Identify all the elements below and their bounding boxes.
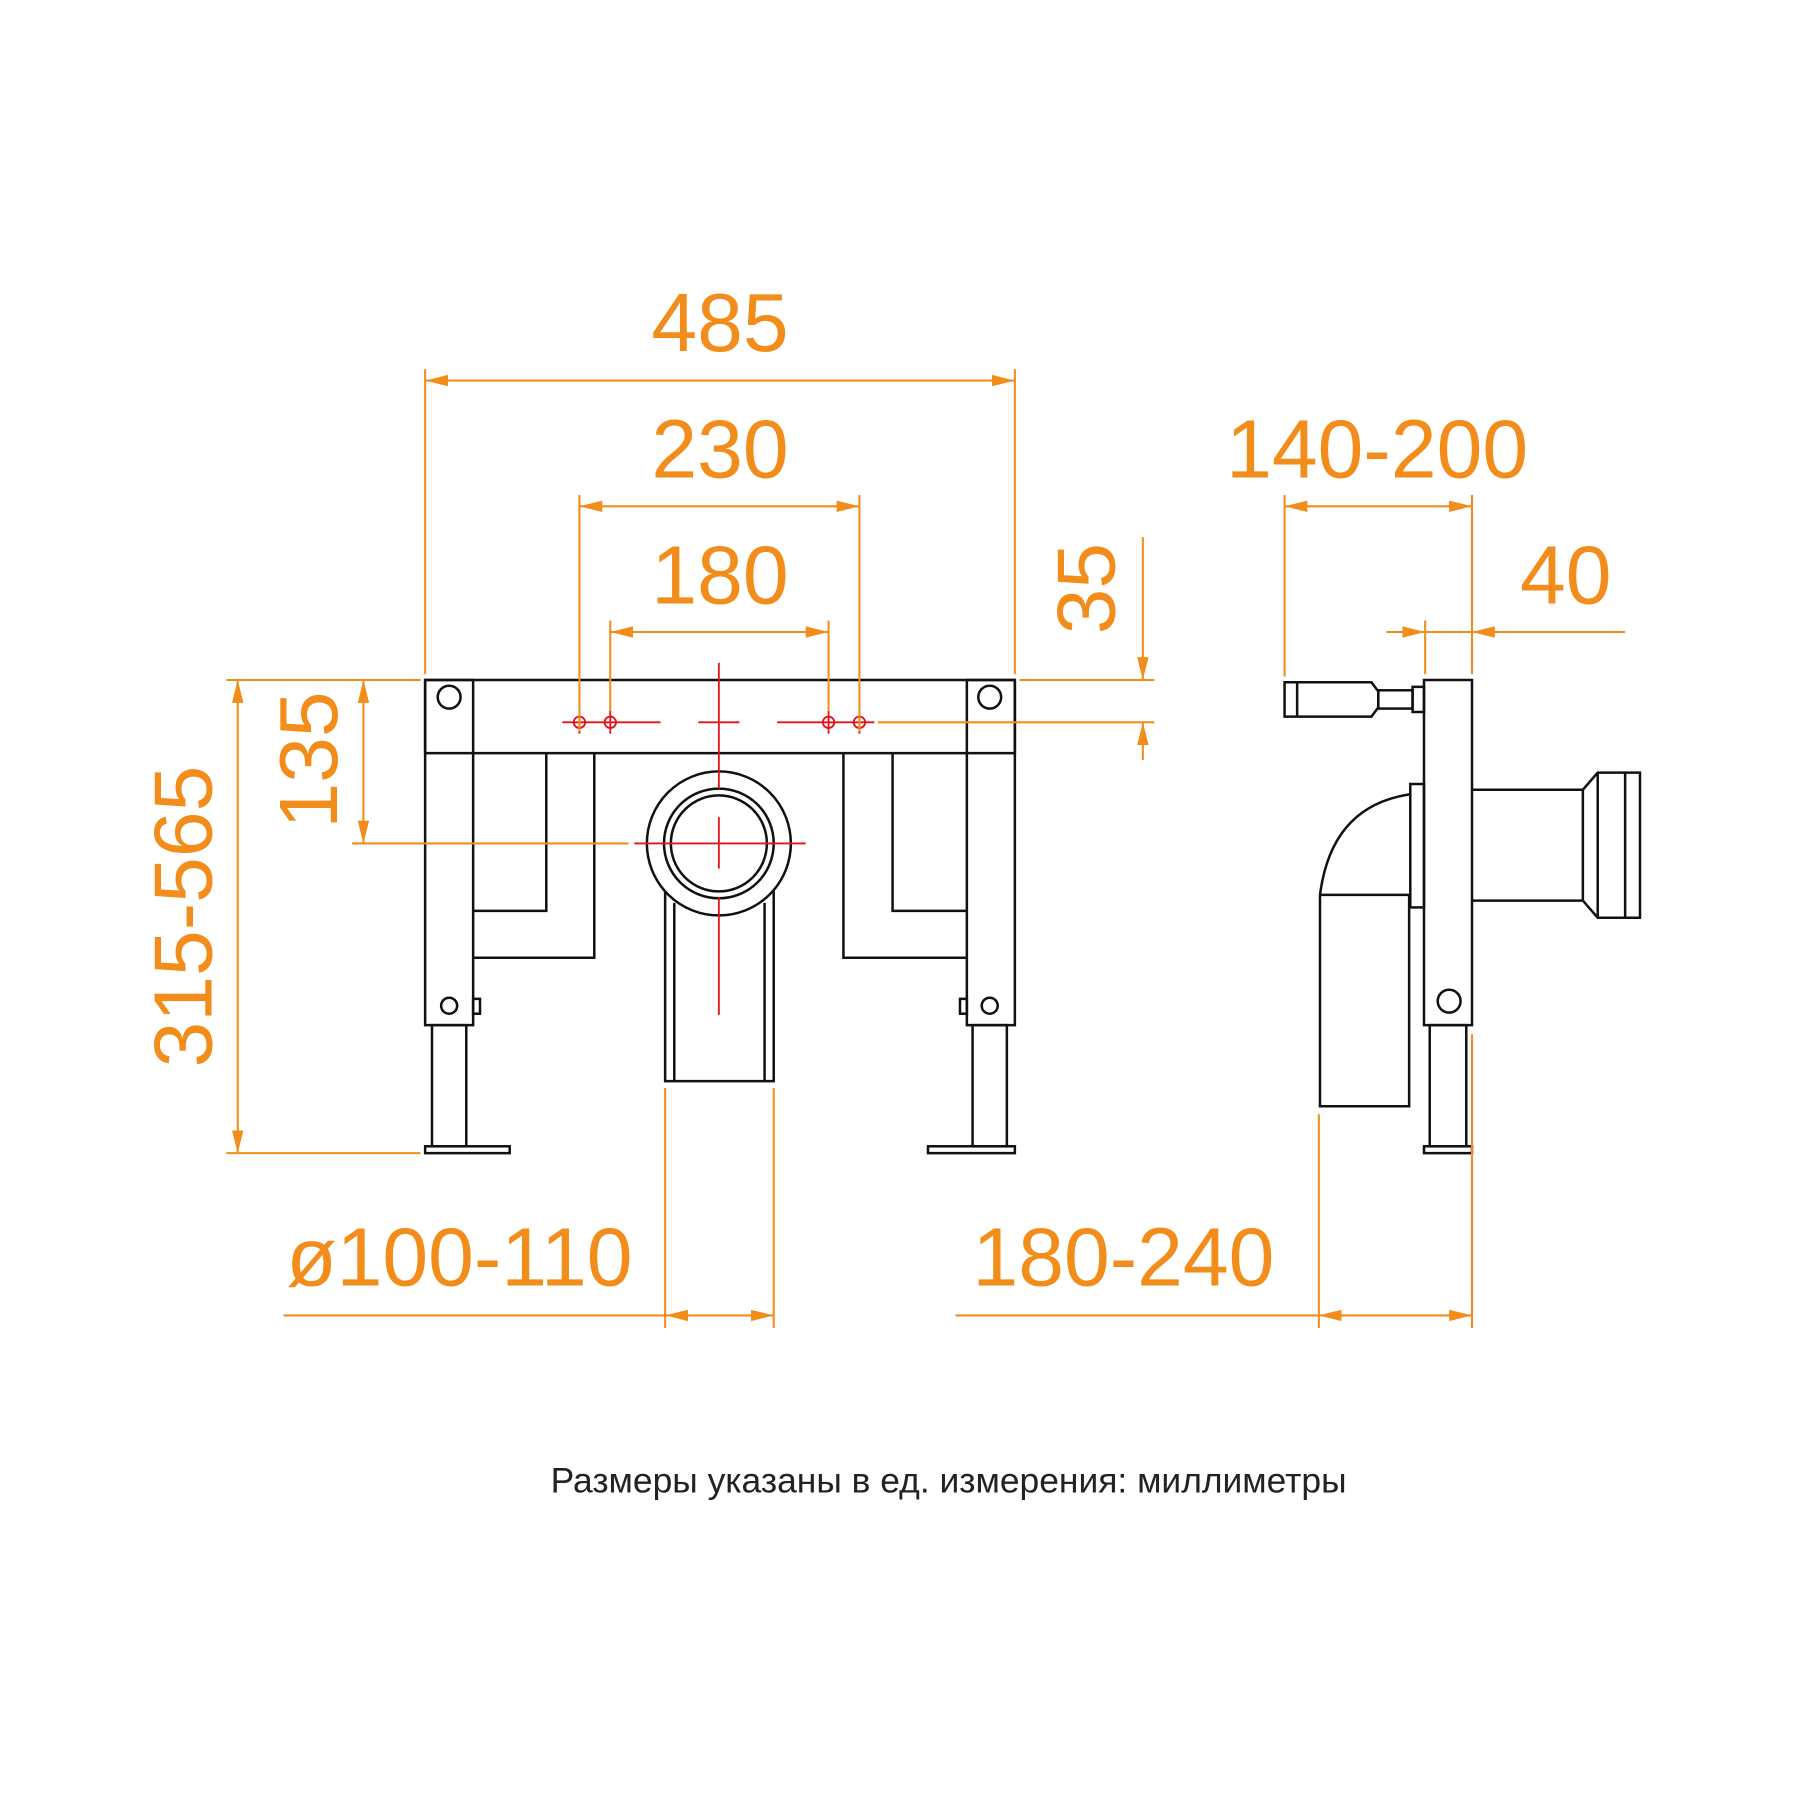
- left-bracket: [473, 753, 596, 959]
- centerlines: [562, 662, 875, 1015]
- side-leg: [1428, 1023, 1468, 1148]
- right-leg: [971, 1023, 1009, 1148]
- mount-hole: [436, 684, 462, 710]
- right-post: [965, 678, 1017, 1027]
- outlet-pipe: [1472, 771, 1642, 919]
- adjust-hole: [439, 996, 459, 1015]
- left-foot: [423, 1145, 511, 1155]
- side-view: [1283, 678, 1642, 1155]
- dim-hole-offset: 35: [1041, 543, 1132, 635]
- mount-hole: [977, 684, 1003, 710]
- dim-base-depth: 180-240: [972, 1213, 1274, 1304]
- dim-inner-holes: 180: [651, 530, 788, 621]
- units-caption: Размеры указаны в ед. измерения: миллиме…: [551, 1461, 1347, 1501]
- dim-outer-holes: 230: [651, 405, 788, 496]
- dim-overall-width: 485: [651, 278, 788, 369]
- right-bracket: [842, 753, 967, 959]
- front-view: [423, 662, 1017, 1155]
- side-post: [1422, 678, 1474, 1027]
- dimensions: 485 230 180 35 135 315-565 ø100-110 180-…: [138, 278, 1626, 1328]
- left-post: [423, 678, 475, 1027]
- screw-nub: [958, 997, 969, 1015]
- adjust-hole: [980, 996, 999, 1015]
- dim-frame-depth: 40: [1520, 530, 1612, 621]
- elbow-plate: [1409, 782, 1426, 909]
- dim-handle-depth: 140-200: [1226, 405, 1528, 496]
- right-foot: [926, 1145, 1017, 1155]
- adjust-hole: [1436, 988, 1462, 1014]
- dim-pipe-diameter: ø100-110: [286, 1213, 632, 1304]
- dim-frame-height: 315-565: [138, 766, 229, 1068]
- top-beam: [423, 678, 1017, 755]
- handle: [1283, 681, 1380, 718]
- dim-outlet-height: 135: [264, 691, 355, 828]
- elbow-pipe: [1318, 793, 1411, 1108]
- side-foot: [1422, 1145, 1474, 1155]
- left-leg: [430, 1023, 468, 1148]
- screw-nub: [471, 997, 482, 1015]
